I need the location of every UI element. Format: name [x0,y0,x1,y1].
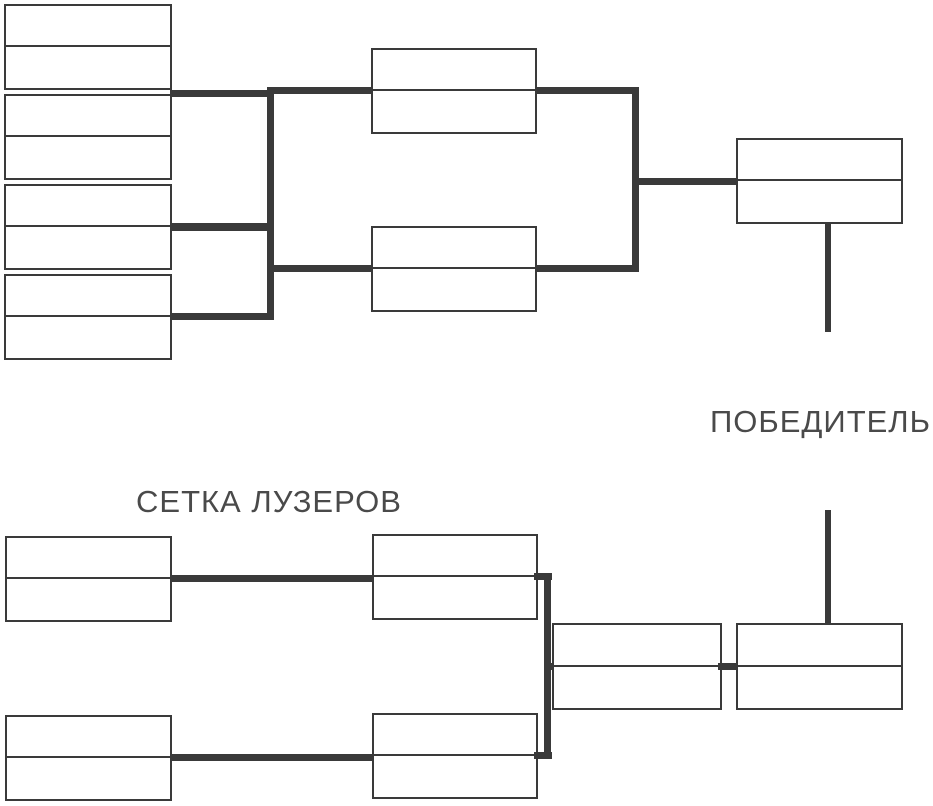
lb-r2-match-1[interactable] [372,534,538,620]
winner-caption: ПОБЕДИТЕЛЬ [710,404,931,439]
grand-final-match-slot-bottom[interactable] [738,667,901,709]
connector-grand-final-in [718,663,740,670]
connector-lb-r1-m1-out [170,575,375,582]
wb-r1-match-1-slot-top[interactable] [6,6,170,47]
wb-r2-match-2-slot-top[interactable] [373,228,535,269]
wb-r2-match-1[interactable] [371,48,537,134]
connector-wb-r2-m1-out [535,87,639,94]
connector-wb-r1-m4-out [170,313,274,320]
wb-r1-match-1[interactable] [4,4,172,90]
grand-final-match[interactable] [736,623,903,710]
connector-wb-r1-m1-out [170,90,274,97]
wb-r1-match-3-slot-bottom[interactable] [6,227,170,268]
lb-r1-match-1-slot-top[interactable] [7,538,170,579]
wb-r1-match-3-slot-top[interactable] [6,186,170,227]
wb-final-match-slot-bottom[interactable] [738,181,901,222]
lb-r2-match-2-slot-top[interactable] [374,715,536,756]
lb-r1-match-2-slot-top[interactable] [7,717,170,758]
wb-r2-match-1-slot-bottom[interactable] [373,91,535,132]
wb-r2-match-1-slot-top[interactable] [373,50,535,91]
wb-r1-match-2[interactable] [4,94,172,180]
connector-wb-r2-m2-in [267,265,375,272]
connector-lb-r1-m2-out [170,754,375,761]
wb-r1-match-1-slot-bottom[interactable] [6,47,170,88]
grand-final-match-slot-top[interactable] [738,625,901,667]
lb-r2-match-1-slot-top[interactable] [374,536,536,577]
wb-r1-match-2-slot-bottom[interactable] [6,137,170,178]
lb-r1-match-2-slot-bottom[interactable] [7,758,170,799]
lb-r1-match-2[interactable] [5,715,172,801]
losers-bracket-caption: СЕТКА ЛУЗЕРОВ [136,484,402,519]
lb-final-match-slot-top[interactable] [554,625,720,667]
wb-r1-match-4-slot-bottom[interactable] [6,317,170,358]
lb-final-match-slot-bottom[interactable] [554,667,720,709]
connector-wb-final-in [632,178,740,185]
connector-wb-r1-pair1-vertical [267,90,274,230]
lb-r1-match-1[interactable] [5,536,172,622]
connector-wb-r1-m3-out [170,224,274,231]
lb-final-match[interactable] [552,623,722,710]
lb-r2-match-2-slot-bottom[interactable] [374,756,536,797]
wb-final-match-slot-top[interactable] [738,140,901,181]
connector-wb-r1-pair2-vertical [267,224,274,320]
wb-r1-match-3[interactable] [4,184,172,270]
wb-r2-match-2-slot-bottom[interactable] [373,269,535,310]
lb-r2-match-2[interactable] [372,713,538,799]
connector-wb-r2-m1-in [267,87,375,94]
connector-lb-r2-m2-out [534,752,552,759]
wb-r1-match-4-slot-top[interactable] [6,276,170,317]
lb-r2-match-1-slot-bottom[interactable] [374,577,536,618]
winner-stem-lower [825,510,831,625]
wb-final-match[interactable] [736,138,903,224]
wb-r2-match-2[interactable] [371,226,537,312]
winner-stem-upper [825,222,831,332]
connector-wb-r2-m2-out [535,265,639,272]
connector-lb-r2-m1-out [534,573,552,580]
lb-r1-match-1-slot-bottom[interactable] [7,579,170,620]
wb-r1-match-4[interactable] [4,274,172,360]
wb-r1-match-2-slot-top[interactable] [6,96,170,137]
